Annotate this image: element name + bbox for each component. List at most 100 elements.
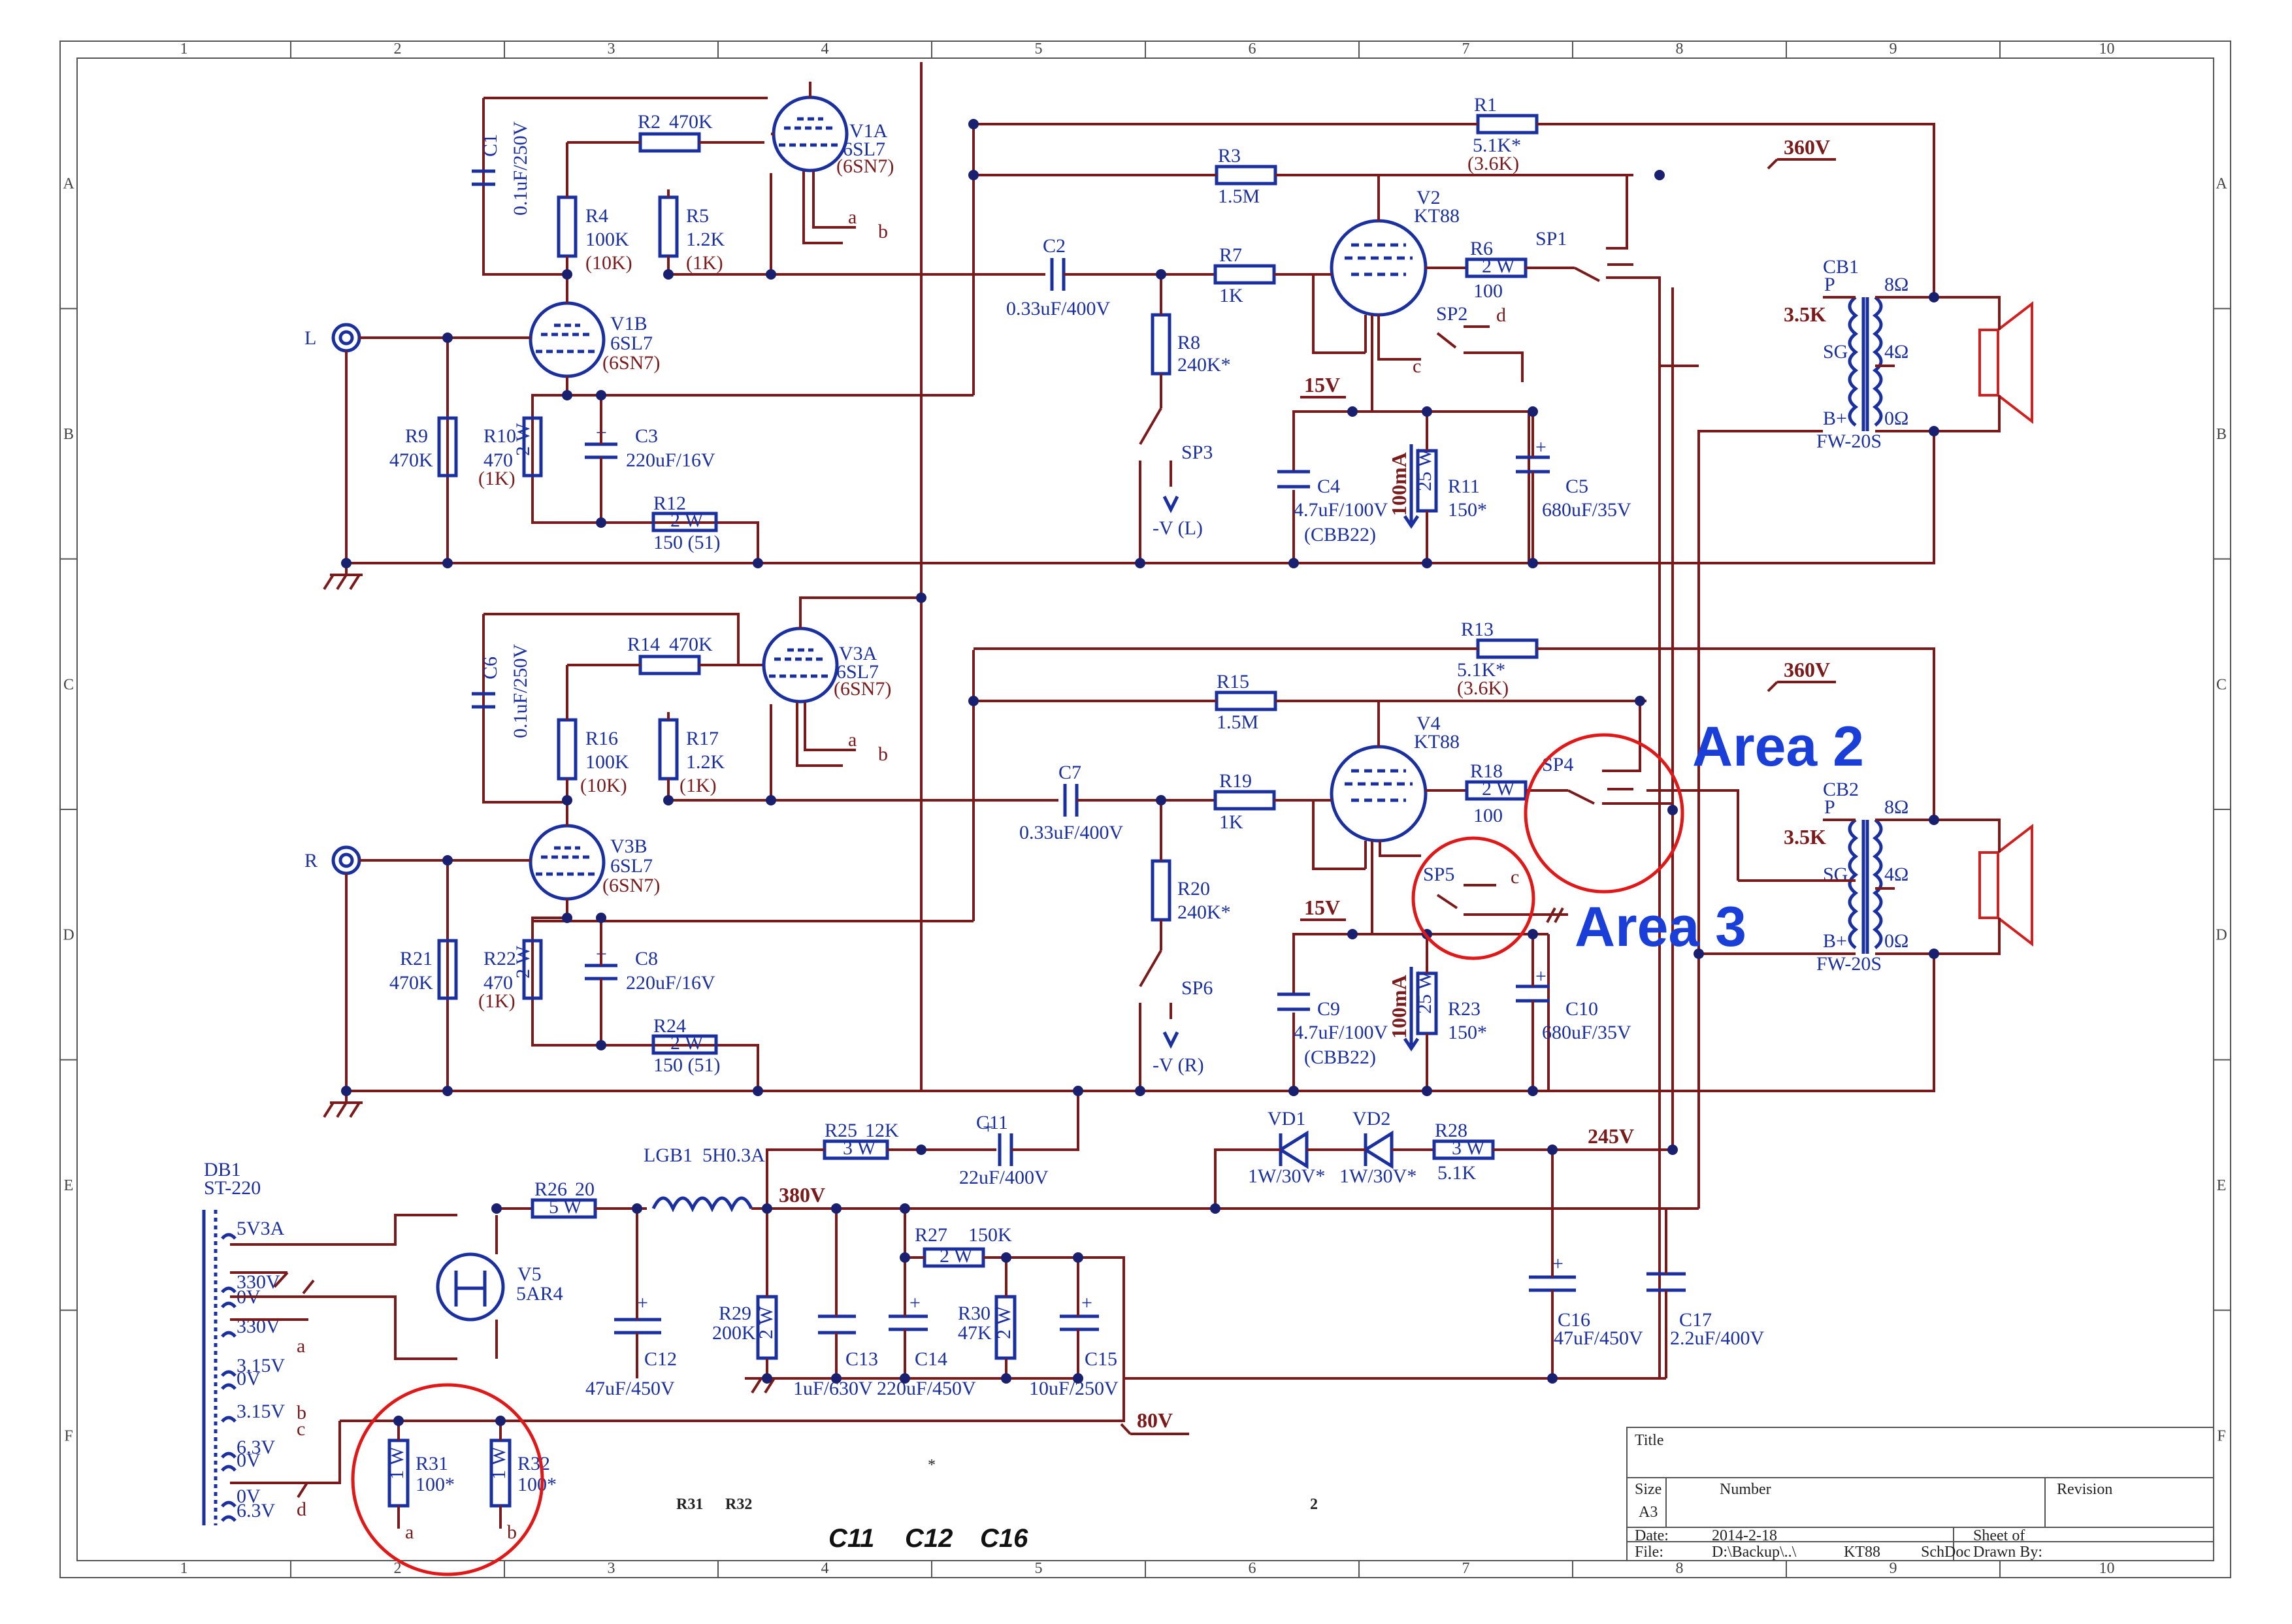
svg-text:150 (51): 150 (51) xyxy=(653,1054,720,1076)
grid-row-label: F xyxy=(64,1427,73,1444)
grid-row-label: E xyxy=(64,1177,74,1194)
junction-dot xyxy=(1635,696,1645,706)
svg-text:(1K): (1K) xyxy=(686,252,723,274)
svg-text:100: 100 xyxy=(1473,280,1503,302)
svg-text:100*: 100* xyxy=(517,1474,557,1495)
svg-text:220uF/16V: 220uF/16V xyxy=(626,972,715,994)
svg-text:360V: 360V xyxy=(1784,658,1830,681)
winding-label: 0V xyxy=(237,1368,261,1389)
input-label-left: L xyxy=(304,327,316,349)
svg-text:b: b xyxy=(878,743,888,765)
svg-text:P: P xyxy=(1824,796,1835,818)
svg-text:(1K): (1K) xyxy=(478,990,516,1012)
svg-text:c: c xyxy=(1413,355,1421,377)
svg-text:a: a xyxy=(405,1521,414,1543)
svg-text:B+: B+ xyxy=(1823,930,1847,952)
svg-text:100mA: 100mA xyxy=(1387,975,1411,1039)
junction-dot xyxy=(495,1416,506,1426)
svg-text:C11: C11 xyxy=(976,1112,1008,1133)
svg-text:0.33uF/400V: 0.33uF/400V xyxy=(1019,822,1124,843)
svg-text:2 W: 2 W xyxy=(1482,255,1515,277)
svg-text:2 W: 2 W xyxy=(512,423,534,456)
junction-dot xyxy=(562,269,572,280)
junction-dot xyxy=(1347,406,1358,417)
svg-text:+: + xyxy=(1535,966,1547,987)
svg-text:V1A: V1A xyxy=(849,120,888,142)
svg-text:D:\Backup\..\: D:\Backup\..\ xyxy=(1712,1544,1797,1561)
svg-text:5.1K: 5.1K xyxy=(1437,1162,1477,1184)
grid-col-label: 9 xyxy=(1890,1560,1897,1577)
svg-text:200K: 200K xyxy=(712,1322,756,1344)
svg-text:(6SN7): (6SN7) xyxy=(834,678,891,700)
svg-text:R20: R20 xyxy=(1177,878,1210,900)
svg-text:KT88: KT88 xyxy=(1414,205,1460,227)
junction-dot xyxy=(753,1086,763,1096)
junction-dot xyxy=(1929,426,1939,436)
svg-text:3.5K: 3.5K xyxy=(1784,302,1826,326)
svg-text:R22: R22 xyxy=(483,948,516,969)
junction-dot xyxy=(1135,1086,1145,1096)
grid-row-label: B xyxy=(2216,426,2227,443)
junction-dot xyxy=(766,795,776,805)
svg-text:R24: R24 xyxy=(653,1015,686,1037)
junction-dot xyxy=(1135,558,1145,568)
svg-text:(1K): (1K) xyxy=(679,775,717,796)
svg-text:C9: C9 xyxy=(1317,998,1340,1020)
svg-text:5.1K*: 5.1K* xyxy=(1473,135,1521,156)
junction-dot xyxy=(1528,929,1538,939)
svg-text:470K: 470K xyxy=(669,111,713,133)
svg-text:R6: R6 xyxy=(1470,238,1493,259)
svg-text:Size: Size xyxy=(1635,1481,1662,1498)
svg-text:C10: C10 xyxy=(1565,998,1598,1020)
svg-text:C1: C1 xyxy=(480,134,501,157)
svg-text:220uF/16V: 220uF/16V xyxy=(626,449,715,471)
svg-text:SP2: SP2 xyxy=(1436,303,1467,325)
grid-row-label: A xyxy=(2216,176,2227,193)
svg-text:25 W: 25 W xyxy=(1414,448,1435,491)
grid-col-label: 8 xyxy=(1676,41,1684,57)
speaker-right xyxy=(1978,851,1999,919)
svg-text:C2: C2 xyxy=(1043,235,1066,257)
resistor-R22 xyxy=(522,939,543,1000)
svg-text:25 W: 25 W xyxy=(1414,971,1435,1014)
transformer-CB1 xyxy=(1848,296,1859,427)
svg-text:C14: C14 xyxy=(915,1348,947,1370)
area-3-label: Area 3 xyxy=(1575,896,1746,958)
junction-dot xyxy=(1210,1203,1220,1214)
svg-text:R26: R26 xyxy=(534,1178,567,1200)
winding-label: 3.15V xyxy=(237,1401,286,1422)
area-2-highlight xyxy=(1524,733,1684,894)
svg-text:3.5K: 3.5K xyxy=(1784,825,1826,849)
svg-text:Drawn By:: Drawn By: xyxy=(1973,1544,2042,1561)
winding-label: 5V3A xyxy=(237,1218,285,1239)
svg-text:1W/30V*: 1W/30V* xyxy=(1248,1165,1325,1187)
svg-text:P: P xyxy=(1824,274,1835,295)
junction-dot xyxy=(663,795,674,805)
svg-text:R5: R5 xyxy=(686,205,709,227)
junction-dot xyxy=(1073,1086,1083,1096)
resistor-R24 xyxy=(651,1034,718,1055)
svg-text:Sheet of: Sheet of xyxy=(1973,1527,2025,1544)
svg-text:C16: C16 xyxy=(1558,1309,1590,1331)
resistor-R12 xyxy=(651,512,718,532)
svg-text:R31: R31 xyxy=(416,1453,448,1474)
svg-text:0Ω: 0Ω xyxy=(1884,408,1908,429)
svg-text:1K: 1K xyxy=(1219,285,1243,306)
resistor-R10 xyxy=(522,416,543,478)
svg-text:Date:: Date: xyxy=(1635,1527,1669,1544)
svg-text:+: + xyxy=(1081,1292,1092,1314)
svg-text:R16: R16 xyxy=(585,728,618,749)
svg-text:100K: 100K xyxy=(585,751,629,773)
svg-text:SP5: SP5 xyxy=(1423,864,1454,885)
svg-text:Title: Title xyxy=(1635,1432,1663,1449)
grid-col-label: 4 xyxy=(821,41,829,57)
junction-dot xyxy=(1929,949,1939,959)
svg-text:R9: R9 xyxy=(405,425,428,447)
svg-text:6SL7: 6SL7 xyxy=(610,855,653,877)
grid-row-label: B xyxy=(63,426,74,443)
svg-text:5AR4: 5AR4 xyxy=(516,1283,563,1305)
junction-dot xyxy=(596,517,606,528)
junction-dot xyxy=(442,558,453,568)
svg-text:B+: B+ xyxy=(1823,408,1847,429)
junction-dot xyxy=(1667,805,1678,815)
